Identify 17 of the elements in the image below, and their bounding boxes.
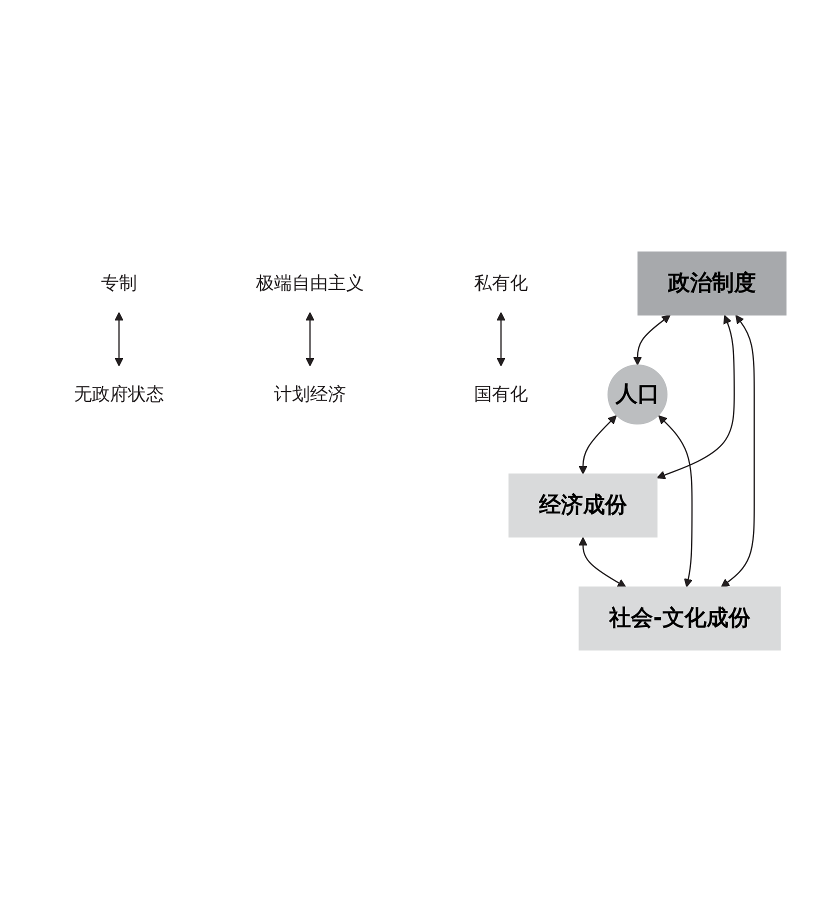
node-box: 经济成份: [508, 473, 658, 537]
arrow: [578, 536, 626, 587]
arrow: [306, 312, 314, 366]
arrow: [496, 312, 506, 366]
node-text: 国有化: [474, 384, 528, 404]
node-circle: 人口: [608, 364, 668, 424]
arrow: [658, 414, 693, 587]
node-text: 专制: [101, 272, 137, 294]
arrow: [656, 314, 735, 479]
node-text: 私有化: [474, 272, 528, 294]
node-text: 计划经济: [274, 384, 346, 404]
arrow: [720, 314, 755, 587]
arrow: [633, 314, 671, 365]
arrow: [114, 312, 124, 366]
arrow: [578, 414, 617, 474]
node-text: 无政府状态: [74, 384, 164, 404]
node-text: 极端自由主义: [256, 272, 364, 294]
